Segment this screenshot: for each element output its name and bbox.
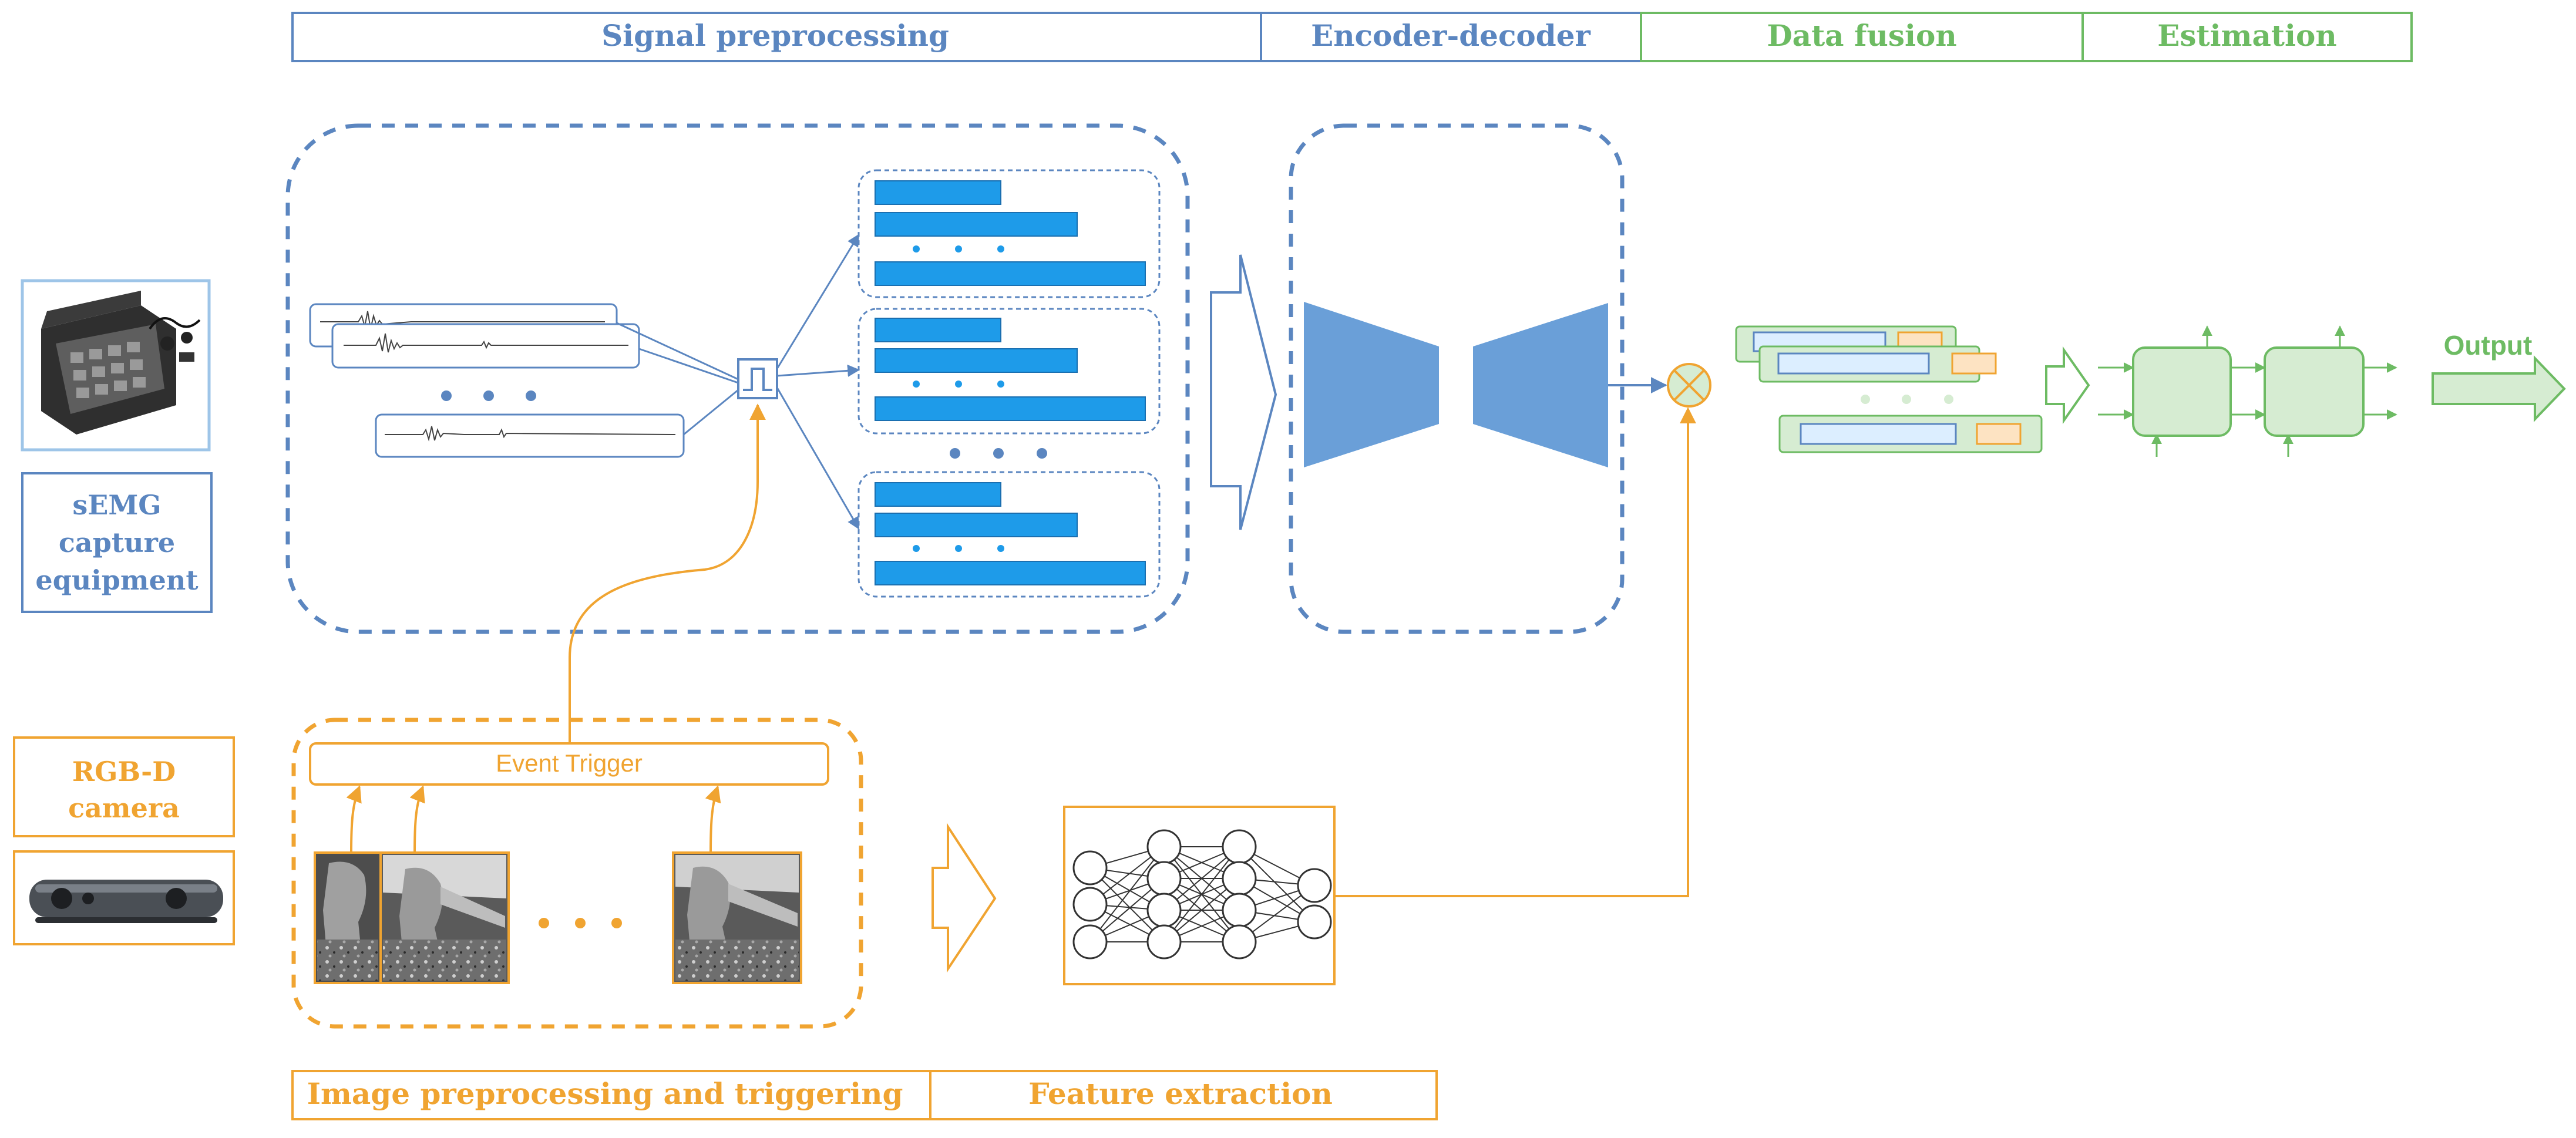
- trigger-to-switch-curve: [569, 403, 766, 743]
- semg-label-line2: capture: [59, 527, 175, 558]
- signal-waveform-3: [385, 426, 676, 442]
- depth-frame-3: [672, 851, 802, 984]
- frame-to-trigger-arrows: [346, 785, 721, 853]
- semg-signal-strips: [309, 303, 685, 458]
- fusion-multiply-icon: [1667, 363, 1711, 408]
- header-encoder-decoder: Encoder-decoder: [1311, 18, 1590, 53]
- image-preprocessing-region: [291, 718, 863, 1029]
- header-data-fusion: Data fusion: [1767, 18, 1956, 53]
- semg-equipment-photo: [21, 279, 211, 452]
- signal-waveform-2: [344, 333, 628, 353]
- semg-label-line1: sEMG: [72, 489, 161, 521]
- signal-ellipsis-dots: [441, 390, 536, 401]
- feature-group-ellipsis: [950, 448, 1047, 459]
- estimation-cell-2: [2264, 346, 2365, 437]
- feature-group-3: [857, 471, 1161, 598]
- header-image-preprocessing: Image preprocessing and triggering: [307, 1076, 903, 1111]
- depth-frame-2: [379, 851, 510, 984]
- semg-label-box: sEMG capture equipment: [21, 472, 213, 613]
- fusion-ellipsis: [1861, 395, 1953, 404]
- output-arrow: [2432, 355, 2566, 422]
- estimation-cells: [2098, 325, 2397, 457]
- encoder-trapezoid: [1304, 302, 1439, 467]
- rgbd-camera-photo: [13, 850, 235, 945]
- encoder-decoder-region: [1289, 123, 1625, 634]
- event-trigger-box: Event Trigger: [309, 742, 829, 786]
- header-signal-preprocessing: Signal preprocessing: [601, 18, 949, 53]
- signal-strip-3: [375, 413, 685, 458]
- feature-group-1: [857, 169, 1161, 298]
- header-feature-extraction: Feature extraction: [1028, 1076, 1333, 1111]
- semg-label-line3: equipment: [35, 564, 199, 596]
- fusion-feature-stack: [1735, 325, 2043, 453]
- pulse-switch-icon: [737, 358, 778, 399]
- hollow-arrow-to-cnn: [931, 823, 997, 973]
- signal-preprocessing-region: [285, 123, 1190, 634]
- rgbd-label-box: RGB-D camera: [13, 736, 235, 837]
- hollow-arrow-to-encoder: [1210, 254, 1277, 530]
- depth-frame-1: [314, 851, 382, 984]
- hollow-arrow-to-estimation: [2045, 346, 2090, 425]
- output-label: Output: [2444, 330, 2533, 361]
- top-header-band: Signal preprocessing Encoder-decoder Dat…: [291, 12, 2413, 62]
- estimation-cell-1: [2132, 346, 2232, 437]
- switch-to-feature-arrows: [776, 234, 860, 530]
- rgbd-label-line1: RGB-D: [72, 756, 176, 787]
- neural-network-nodes: [1072, 829, 1332, 959]
- feature-group-2: [857, 308, 1161, 435]
- cnn-to-fusion-line: [1334, 407, 1696, 897]
- strip-to-switch-lines: [616, 322, 739, 436]
- decoder-trapezoid: [1473, 303, 1608, 467]
- event-trigger-label: Event Trigger: [496, 749, 643, 777]
- rgbd-label-line2: camera: [68, 792, 180, 824]
- header-estimation: Estimation: [2157, 18, 2336, 53]
- bottom-header-band: Image preprocessing and triggering Featu…: [291, 1070, 1438, 1120]
- frame-ellipsis: [539, 918, 622, 928]
